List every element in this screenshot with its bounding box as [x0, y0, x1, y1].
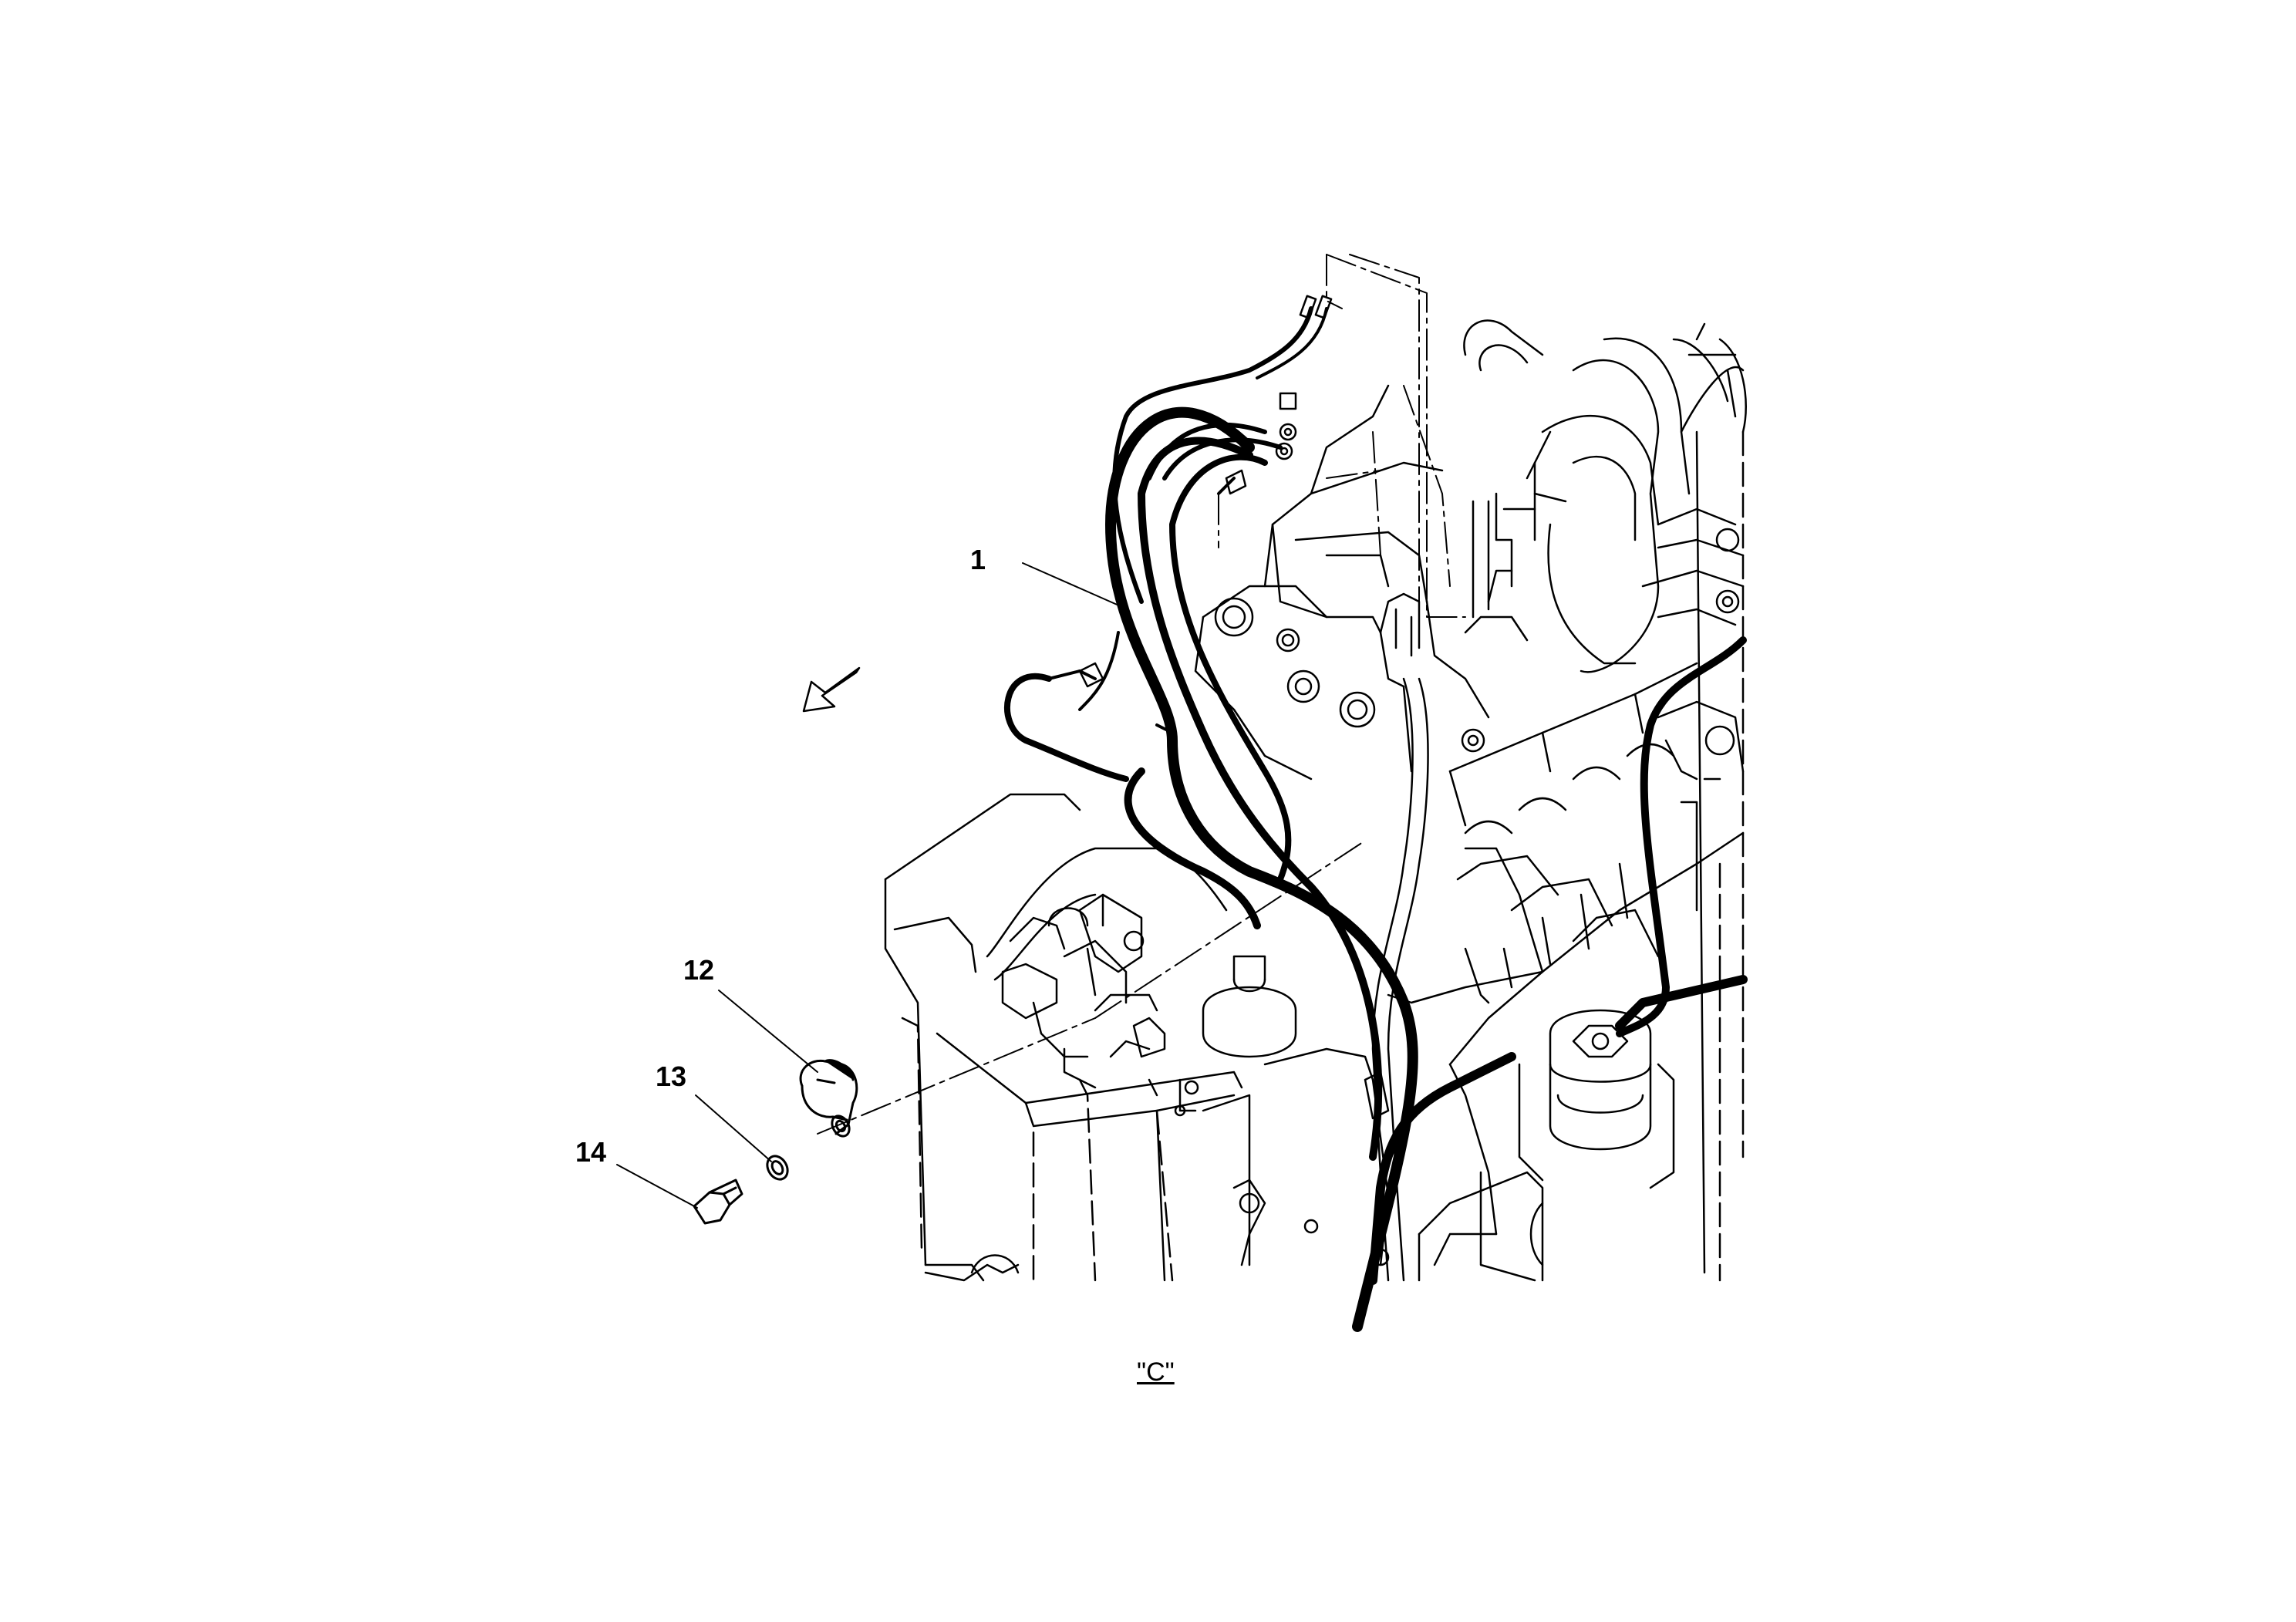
callout-label-13: 13	[656, 1061, 687, 1092]
callout-label-14: 14	[575, 1136, 607, 1168]
fuel-line	[1364, 677, 1429, 1282]
engine-block	[884, 319, 1747, 1282]
leader-line-1	[1022, 562, 1128, 610]
leader-line-12	[718, 990, 818, 1073]
washer-part-13	[766, 1155, 789, 1181]
harness-upper-wires	[1004, 306, 1328, 782]
view-label: "C"	[1137, 1357, 1175, 1387]
clamp-part-12	[799, 1059, 858, 1138]
direction-arrow-icon	[802, 666, 861, 713]
callout-label-1: 1	[970, 544, 986, 575]
callout-label-12: 12	[683, 954, 715, 986]
leader-line-14	[616, 1164, 698, 1209]
leader-line-13	[695, 1094, 772, 1162]
bolt-part-14	[693, 1179, 743, 1225]
harness-connectors	[1078, 295, 1333, 688]
leader-lines	[616, 562, 1128, 1209]
assembly-lines	[817, 254, 1466, 1135]
